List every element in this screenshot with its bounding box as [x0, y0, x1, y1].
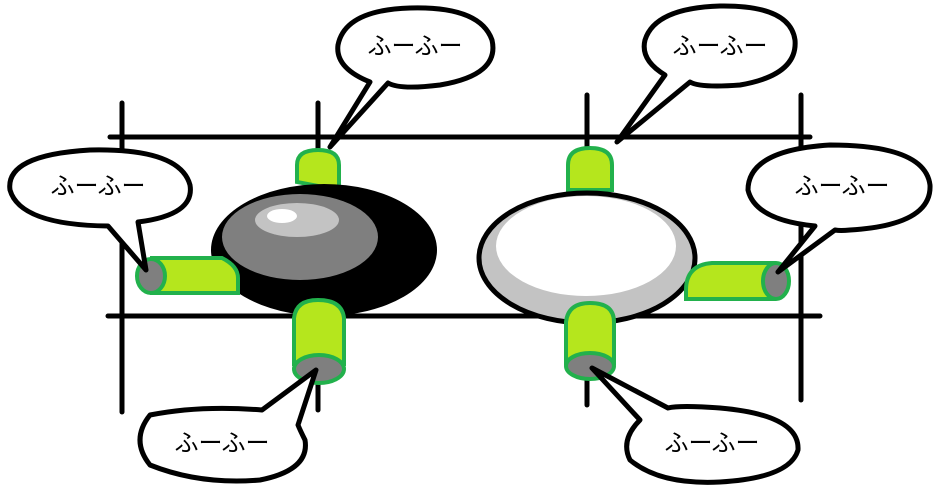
- bubble-text: ふーふー: [50, 172, 145, 200]
- bubble-text: ふーふー: [664, 429, 759, 457]
- speech-bubble-bottom-left: ふーふー: [137, 367, 319, 484]
- black-stone: [135, 147, 437, 385]
- white-stone: [476, 145, 791, 381]
- tube-black-bottom: [292, 297, 346, 385]
- tube-white-right: [684, 261, 791, 301]
- speech-bubble-bottom-right: ふーふー: [589, 365, 801, 485]
- speech-bubble-top-left: ふーふー: [327, 5, 496, 150]
- bubble-text: ふーふー: [794, 172, 889, 200]
- bubble-text: ふーふー: [367, 32, 462, 60]
- speech-bubble-right: ふーふー: [745, 142, 933, 275]
- speech-bubble-left: ふーふー: [7, 147, 193, 273]
- bubble-text: ふーふー: [672, 32, 767, 60]
- tube-opening: [761, 261, 791, 301]
- tube-white-top: [566, 145, 614, 192]
- tube-black-top: [295, 147, 341, 193]
- speech-bubble-top-right: ふーふー: [614, 3, 798, 145]
- bubble-text: ふーふー: [174, 429, 269, 457]
- tube-black-left: [135, 256, 240, 295]
